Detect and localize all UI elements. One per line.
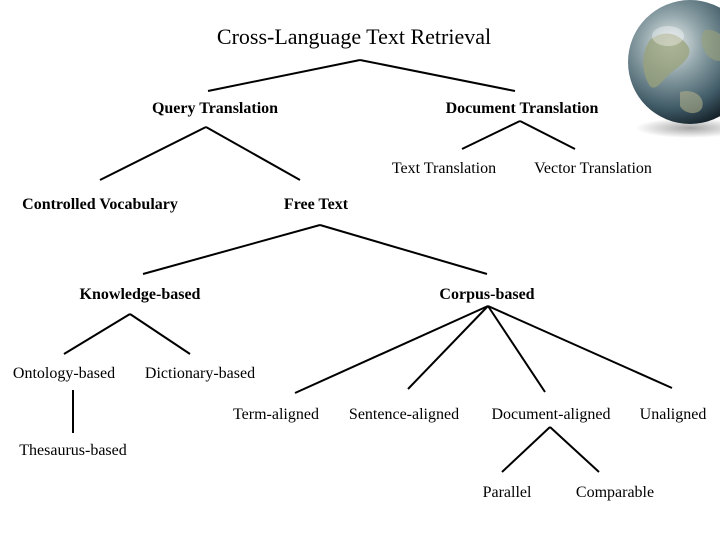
node-ontology-based: Ontology-based xyxy=(12,365,116,382)
edge-corpus-based-to-document-aligned xyxy=(487,305,546,393)
node-vector-translation: Vector Translation xyxy=(534,160,652,177)
node-unaligned: Unaligned xyxy=(639,406,707,423)
edge-document-translation-to-text-translation xyxy=(461,120,521,150)
node-comparable: Comparable xyxy=(575,484,655,501)
edge-document-aligned-to-comparable xyxy=(549,426,600,473)
edge-corpus-based-to-unaligned xyxy=(487,305,673,389)
edge-query-translation-to-free-text xyxy=(205,126,301,181)
edge-query-translation-to-controlled-vocabulary xyxy=(99,126,207,181)
edge-title-to-query-translation xyxy=(207,59,361,92)
edge-document-aligned-to-parallel xyxy=(501,426,551,473)
edge-corpus-based-to-sentence-aligned xyxy=(407,305,489,390)
node-document-translation: Document Translation xyxy=(445,100,599,117)
edge-free-text-to-knowledge-based xyxy=(142,224,321,275)
edge-document-translation-to-vector-translation xyxy=(519,120,576,150)
node-term-aligned: Term-aligned xyxy=(233,406,319,423)
node-document-aligned: Document-aligned xyxy=(491,406,611,423)
edge-knowledge-based-to-ontology-based xyxy=(63,313,131,355)
node-thesaurus-based: Thesaurus-based xyxy=(19,442,127,459)
node-knowledge-based: Knowledge-based xyxy=(79,286,201,303)
edge-knowledge-based-to-dictionary-based xyxy=(129,313,191,355)
node-corpus-based: Corpus-based xyxy=(439,286,535,303)
node-sentence-aligned: Sentence-aligned xyxy=(348,406,460,423)
node-query-translation: Query Translation xyxy=(151,100,279,117)
diagram-title: Cross-Language Text Retrieval xyxy=(216,24,492,49)
node-parallel: Parallel xyxy=(482,484,532,501)
globe-icon xyxy=(628,0,720,138)
node-free-text: Free Text xyxy=(283,196,349,213)
edge-title-to-document-translation xyxy=(359,59,516,92)
edge-free-text-to-corpus-based xyxy=(319,224,488,275)
edge-corpus-based-to-term-aligned xyxy=(294,305,489,394)
node-controlled-vocabulary: Controlled Vocabulary xyxy=(22,196,178,213)
node-dictionary-based: Dictionary-based xyxy=(144,365,256,382)
node-text-translation: Text Translation xyxy=(391,160,497,177)
